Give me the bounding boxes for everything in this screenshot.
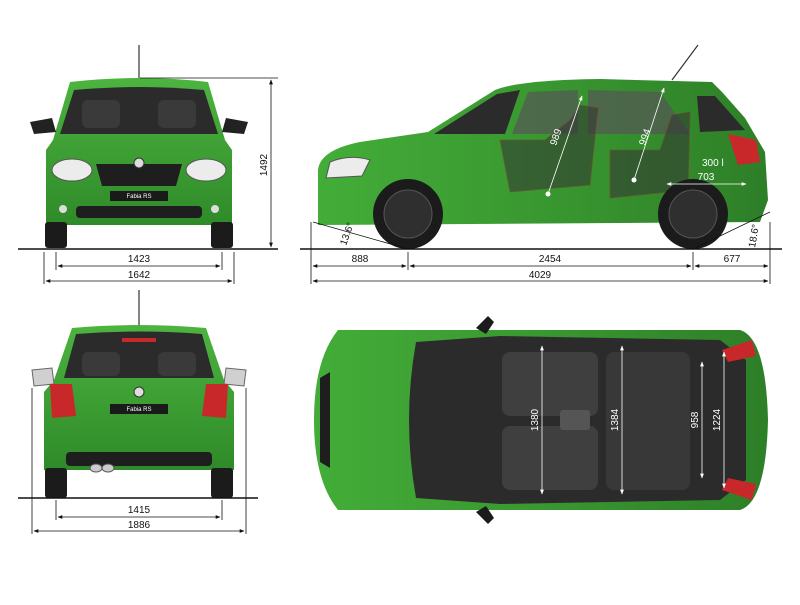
- rear-track-label: 1415: [128, 505, 151, 516]
- front-hip-point: [545, 191, 551, 197]
- seat-right: [158, 100, 196, 128]
- headlight-right: [185, 158, 227, 182]
- front-plate-text: Fabia RS: [126, 194, 151, 200]
- fog-light-left: [59, 205, 67, 213]
- rear-headroom-dim: [633, 87, 665, 181]
- front-grille: [96, 164, 182, 186]
- rear-shoulder-label: 1384: [610, 408, 621, 431]
- trunk-width-max-label: 1224: [712, 408, 723, 431]
- rear-plate-text: Fabia RS: [126, 407, 151, 413]
- front-rim: [383, 189, 433, 239]
- departure-angle-label: 18.6°: [747, 223, 762, 248]
- rear-view: Fabia RS: [31, 290, 247, 498]
- rear-diffuser: [66, 452, 212, 466]
- wheelbase-label: 2454: [539, 254, 562, 265]
- trunk-volume-label: 300 l: [702, 158, 724, 169]
- departure-angle-line: [692, 211, 771, 250]
- headlight-left: [51, 158, 93, 182]
- mirror-top: [476, 316, 494, 334]
- windshield: [434, 90, 520, 134]
- tail-light-bottom: [722, 478, 756, 500]
- center-console: [560, 410, 590, 430]
- fog-light-right: [211, 205, 219, 213]
- rear-seat-outline: [609, 111, 691, 199]
- front-grille-top: [320, 372, 330, 468]
- rear-rim: [668, 189, 718, 239]
- approach-angle-line: [312, 221, 409, 250]
- tire-left: [45, 468, 67, 498]
- front-seat-bottom: [502, 426, 598, 490]
- lower-intake: [76, 206, 202, 218]
- front-plate: [110, 191, 168, 201]
- rear-bench: [606, 352, 690, 490]
- front-view: Fabia RS: [30, 45, 248, 248]
- seat-left: [82, 100, 120, 128]
- front-headroom-dim: [547, 95, 583, 195]
- front-seat-outline: [499, 104, 599, 193]
- trunk-length-label: 703: [698, 172, 715, 183]
- rear-quarter-window: [697, 96, 745, 132]
- length-label: 4029: [529, 270, 552, 281]
- tail-light-left: [50, 384, 76, 418]
- tire-right: [211, 468, 233, 498]
- rear-width-label: 1886: [128, 520, 151, 531]
- mirror-left: [30, 118, 56, 134]
- rear-plate: [110, 404, 168, 414]
- tire-right: [211, 222, 233, 248]
- front-track-label: 1423: [128, 254, 151, 265]
- front-width-label: 1642: [128, 270, 151, 281]
- top-view: [314, 316, 768, 524]
- tire-left: [45, 222, 67, 248]
- brake-light: [122, 338, 156, 342]
- tail-light-top: [722, 340, 756, 362]
- trunk-width-label: 958: [690, 411, 701, 428]
- antenna: [671, 44, 699, 81]
- front-door-window: [512, 90, 578, 134]
- tail-light-right: [202, 384, 228, 418]
- mirror-right: [222, 118, 248, 134]
- brand-logo-icon: [133, 386, 145, 398]
- mirror-right: [223, 367, 247, 387]
- tail-light: [728, 134, 760, 165]
- front-seat-top: [502, 352, 598, 416]
- height-label: 1492: [259, 153, 270, 176]
- approach-angle-label: 13.6°: [338, 221, 356, 247]
- exhaust-left: [89, 463, 103, 473]
- rear-overhang-label: 677: [724, 254, 741, 265]
- mirror-bottom: [476, 506, 494, 524]
- front-shoulder-label: 1380: [530, 408, 541, 431]
- front-overhang-label: 888: [352, 254, 369, 265]
- exhaust-right: [101, 463, 115, 473]
- mirror-left: [31, 367, 55, 387]
- brand-logo-icon: [133, 157, 145, 169]
- side-headlight: [325, 156, 371, 179]
- rear-door-window: [588, 90, 690, 134]
- rear-seat-left: [82, 352, 120, 376]
- rear-hip-point: [631, 177, 637, 183]
- side-view: [318, 44, 768, 249]
- rear-seat-right: [158, 352, 196, 376]
